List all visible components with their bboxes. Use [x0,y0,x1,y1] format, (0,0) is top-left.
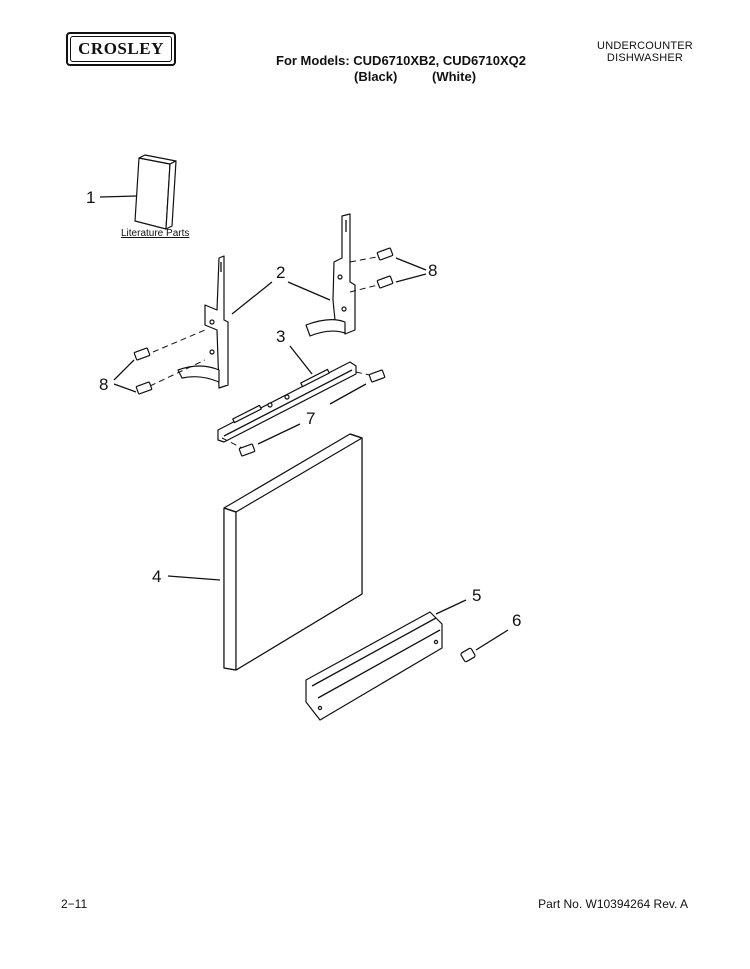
color-black-label: (Black) [354,69,398,84]
appliance-line-1: UNDERCOUNTER [597,40,693,52]
literature-label: Literature Parts [121,228,189,239]
leader-7-a [329,383,367,405]
literature-booklet [134,154,177,230]
leader-8-left-b [113,383,137,393]
part-number: Part No. W10394264 Rev. A [538,897,688,911]
color-white-label: (White) [432,69,477,84]
models-line: For Models: CUD6710XB2, CUD6710XQ2 [276,53,526,68]
mounting-rail [217,361,375,449]
left-screws [133,347,153,395]
door-panel [223,433,363,671]
toe-panel [305,611,443,721]
rail-screws [238,369,386,457]
leader-3 [289,345,313,375]
leader-2-left [231,281,273,315]
page-number: 2−11 [61,897,88,911]
leader-2-right [287,281,331,301]
right-door-bracket [305,213,383,337]
callout-3: 3 [276,327,285,346]
callout-6: 6 [512,611,521,630]
crosley-logo: CROSLEY [66,32,176,66]
callout-2: 2 [276,263,285,282]
appliance-type: UNDERCOUNTER DISHWASHER [590,40,700,64]
left-door-bracket [149,255,229,389]
leader-7-b [257,423,301,445]
leader-8-right-a [395,257,427,271]
callout-1: 1 [86,188,95,207]
callout-4: 4 [152,567,161,586]
callout-5: 5 [472,586,481,605]
callout-7: 7 [306,409,315,428]
callout-8-right: 8 [428,261,437,280]
leader-8-right-b [395,273,427,283]
right-screws [376,247,394,289]
logo-text: CROSLEY [70,36,172,62]
leader-4 [167,575,221,581]
leader-1 [99,195,137,198]
appliance-line-2: DISHWASHER [606,52,684,64]
leader-5 [435,599,467,615]
callout-8-left: 8 [99,375,108,394]
leader-6 [475,629,509,651]
leader-8-left-a [113,359,135,381]
toe-panel-screw [460,647,476,663]
